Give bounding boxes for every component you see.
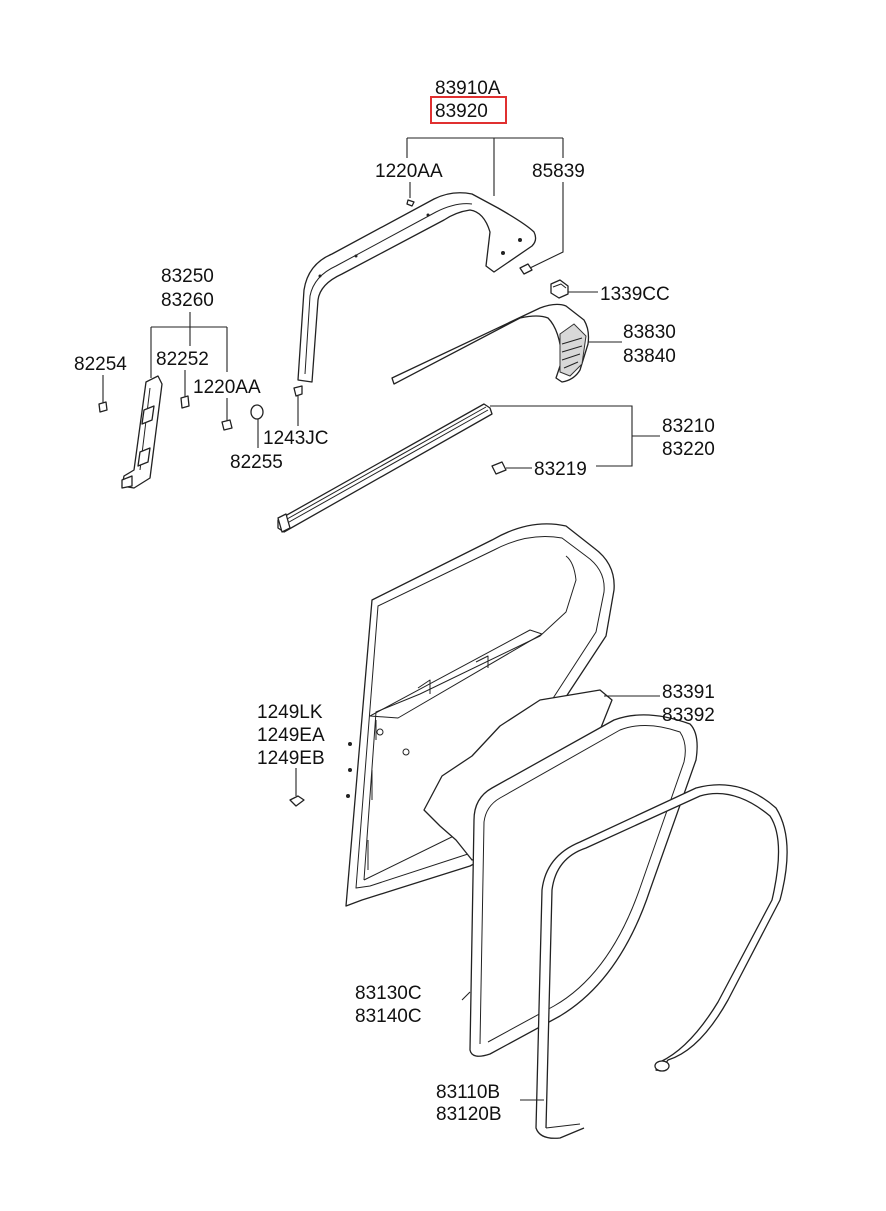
- label-83920: 83920: [435, 101, 488, 122]
- label-83830: 83830: [623, 322, 676, 343]
- label-1249EA: 1249EA: [257, 725, 325, 746]
- label-83250: 83250: [161, 266, 214, 287]
- label-83130C: 83130C: [355, 983, 422, 1004]
- label-82254: 82254: [74, 354, 127, 375]
- delta-moulding: [391, 303, 590, 385]
- label-1249LK: 1249LK: [257, 702, 323, 723]
- belt-weatherstrip-group: [277, 403, 660, 533]
- label-1243JC: 1243JC: [263, 428, 329, 449]
- pillar-trim: [121, 375, 163, 489]
- label-83120B: 83120B: [436, 1104, 502, 1125]
- label-1249EB: 1249EB: [257, 748, 325, 769]
- highlight-box-83920: [430, 96, 507, 124]
- label-83140C: 83140C: [355, 1006, 422, 1027]
- clip-83219: [491, 461, 507, 475]
- label-83210: 83210: [662, 416, 715, 437]
- screw-1220AA-top: [406, 199, 415, 207]
- clip-82254: [98, 401, 108, 413]
- label-83391: 83391: [662, 682, 715, 703]
- label-1339CC: 1339CC: [600, 284, 670, 305]
- label-83219: 83219: [534, 459, 587, 480]
- label-83392: 83392: [662, 705, 715, 726]
- label-1220AA-mid: 1220AA: [193, 377, 261, 398]
- screw-1220AA-mid: [221, 419, 233, 431]
- label-82255: 82255: [230, 452, 283, 473]
- nut-1339CC: [550, 279, 569, 299]
- door-frame-moulding: [297, 192, 537, 383]
- label-83260: 83260: [161, 290, 214, 311]
- clip-85839: [519, 263, 533, 275]
- door-frame-moulding-group: [297, 137, 598, 383]
- label-83110B: 83110B: [436, 1082, 500, 1103]
- pillar-trim-group: [98, 312, 303, 489]
- label-1220AA-top: 1220AA: [375, 161, 443, 182]
- label-85839: 85839: [532, 161, 585, 182]
- label-83220: 83220: [662, 439, 715, 460]
- label-83840: 83840: [623, 346, 676, 367]
- clip-82252: [180, 395, 190, 409]
- screw-1243JC: [293, 385, 303, 397]
- bolt-1249: [289, 795, 305, 807]
- door-weatherstrip-83130C: [469, 714, 698, 1057]
- label-82252: 82252: [156, 349, 209, 370]
- delta-moulding-group: [391, 303, 622, 385]
- grommet-82255: [250, 404, 264, 420]
- door-weatherstrip-group: [461, 714, 788, 1139]
- part-labels: 83910A 83920 1220AA 85839 1339CC 83830 8…: [74, 78, 715, 1125]
- label-83910A: 83910A: [435, 78, 501, 99]
